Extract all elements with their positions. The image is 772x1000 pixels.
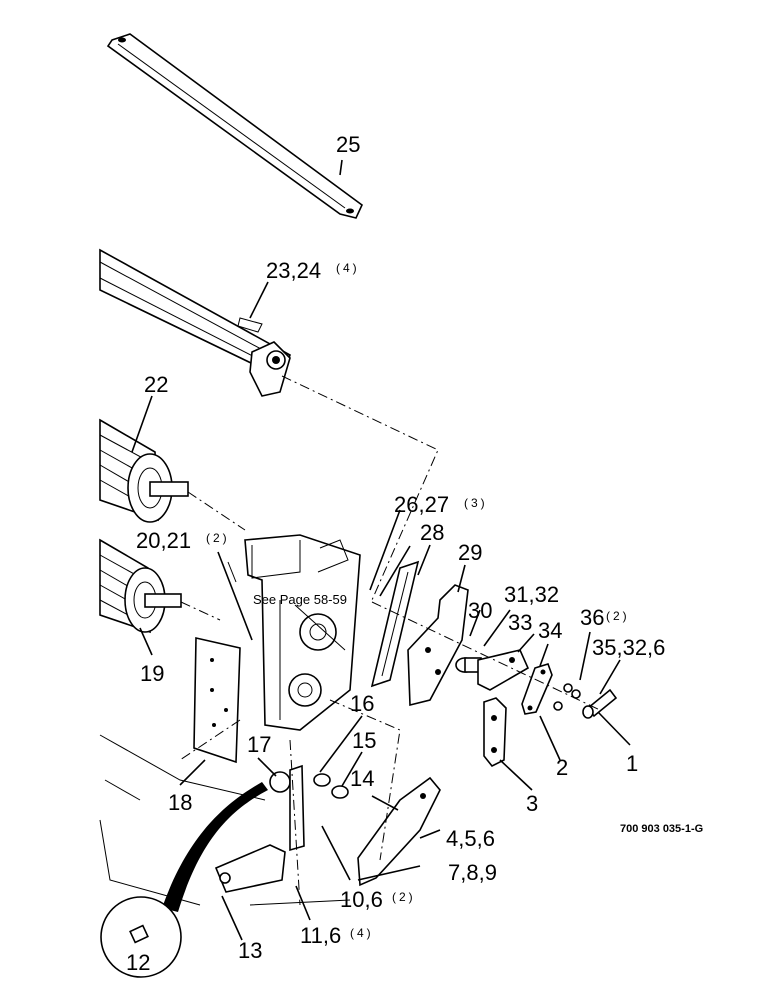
part-1-bolt [582, 688, 618, 719]
callout-36-qty: (2) [606, 609, 630, 623]
callout-22: 22 [144, 372, 168, 397]
leader-lines [131, 159, 631, 941]
part-23-24-tube [99, 248, 291, 397]
callout-11-6-qty: (4) [350, 926, 374, 940]
callout-20-21-qty: (2) [206, 531, 230, 545]
detail-12 [100, 782, 268, 978]
callout-14: 14 [350, 766, 374, 791]
callout-7-8-9: 7,8,9 [448, 860, 497, 885]
callout-33: 33 [508, 610, 532, 635]
callout-29: 29 [458, 540, 482, 565]
callout-17: 17 [247, 732, 271, 757]
callout-31-32: 31,32 [504, 582, 559, 607]
part-19-roller [99, 538, 182, 634]
callout-23-24: 23,24 [266, 258, 321, 283]
part-13-mount [214, 844, 286, 893]
part-18-plate [193, 637, 241, 764]
part-14-bracket [357, 776, 441, 887]
part-33-arm [477, 649, 530, 691]
part-29-bracket [407, 584, 469, 707]
part-30-spacer [455, 657, 482, 673]
part-15-washer [331, 785, 349, 799]
frame-assembly [227, 534, 361, 731]
callout-18: 18 [168, 790, 192, 815]
callout-10-6-qty: (2) [392, 890, 416, 904]
part-17-hub [269, 764, 305, 852]
part-16-washer [313, 773, 331, 787]
callout-35-32-6: 35,32,6 [592, 635, 665, 660]
callout-12: 12 [126, 950, 150, 975]
callout-13: 13 [238, 938, 262, 963]
part-36-nuts [553, 683, 581, 711]
part-3-bracket [483, 697, 507, 768]
part-28-shield [370, 560, 420, 688]
callout-3: 3 [526, 791, 538, 816]
callout-2: 2 [556, 755, 568, 780]
callout-4-5-6: 4,5,6 [446, 826, 495, 851]
callout-26-27-qty: (3) [464, 496, 488, 510]
part-25-bar [106, 33, 363, 219]
callout-30: 30 [468, 598, 492, 623]
part-34-link [521, 663, 553, 715]
callout-25: 25 [336, 132, 360, 157]
callout-15: 15 [352, 728, 376, 753]
callout-16: 16 [350, 691, 374, 716]
callout-10-6: 10,6 [340, 887, 383, 912]
callout-26-27: 26,27 [394, 492, 449, 517]
see-page-note: See Page 58-59 [253, 592, 347, 607]
callout-36: 36 [580, 605, 604, 630]
part-22-roller [99, 418, 189, 523]
figure-code: 700 903 035-1-G [620, 823, 703, 835]
callout-28: 28 [420, 520, 444, 545]
callout-19: 19 [140, 661, 164, 686]
callout-20-21: 20,21 [136, 528, 191, 553]
callout-1: 1 [626, 751, 638, 776]
callout-11-6: 11,6 [300, 923, 341, 948]
callout-34: 34 [538, 618, 562, 643]
callout-23-24-qty: (4) [336, 261, 360, 275]
